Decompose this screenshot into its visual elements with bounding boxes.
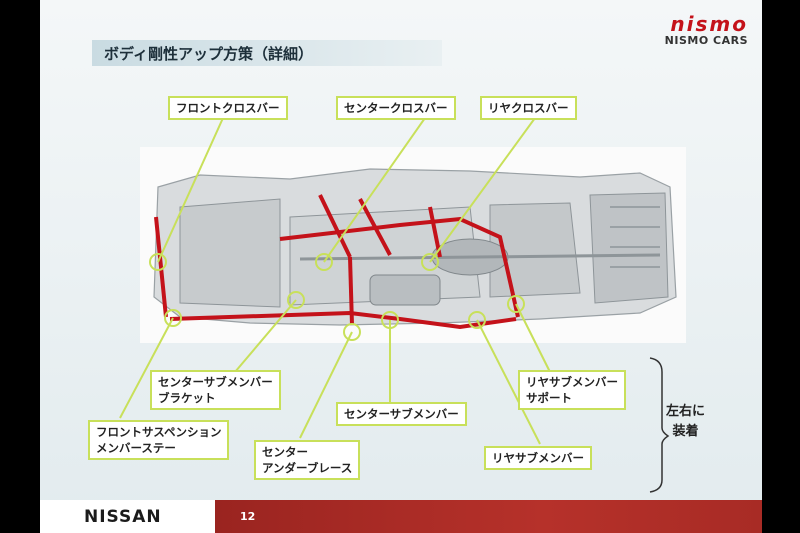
callout-front-crossbar: フロントクロスバー <box>168 96 288 120</box>
bracket-brace <box>649 357 670 493</box>
footer-red-band: 12 <box>215 500 762 533</box>
callout-center-crossbar: センタークロスバー <box>336 96 456 120</box>
callout-rear-submember-support: リヤサブメンバー サポート <box>518 370 626 410</box>
footer: NISSAN 12 <box>40 500 762 533</box>
page-number: 12 <box>240 510 256 523</box>
callout-center-submember: センターサブメンバー <box>336 402 467 426</box>
title-bar: ボディ剛性アップ方策（詳細） <box>92 40 442 66</box>
callout-center-under-brace: センター アンダーブレース <box>254 440 361 480</box>
callout-rear-crossbar: リヤクロスバー <box>480 96 577 120</box>
side-note: 左右に 装着 <box>666 404 706 439</box>
chassis-illustration <box>153 168 677 330</box>
slide: ボディ剛性アップ方策（詳細） nismo NISMO CARS <box>40 0 762 533</box>
nissan-brand: NISSAN <box>84 507 162 527</box>
nismo-logo: nismo NISMO CARS <box>665 14 748 47</box>
callout-center-submember-bracket: センターサブメンバー ブラケット <box>150 370 281 410</box>
callout-rear-submember: リヤサブメンバー <box>484 446 592 470</box>
underbody-photo <box>140 147 686 343</box>
leader-lines <box>119 117 670 493</box>
logo-mark: nismo <box>670 12 748 36</box>
slide-title: ボディ剛性アップ方策（詳細） <box>104 45 313 63</box>
logo-subtitle: NISMO CARS <box>664 34 748 47</box>
callout-front-suspension-member-stay: フロントサスペンション メンバーステー <box>88 420 230 460</box>
